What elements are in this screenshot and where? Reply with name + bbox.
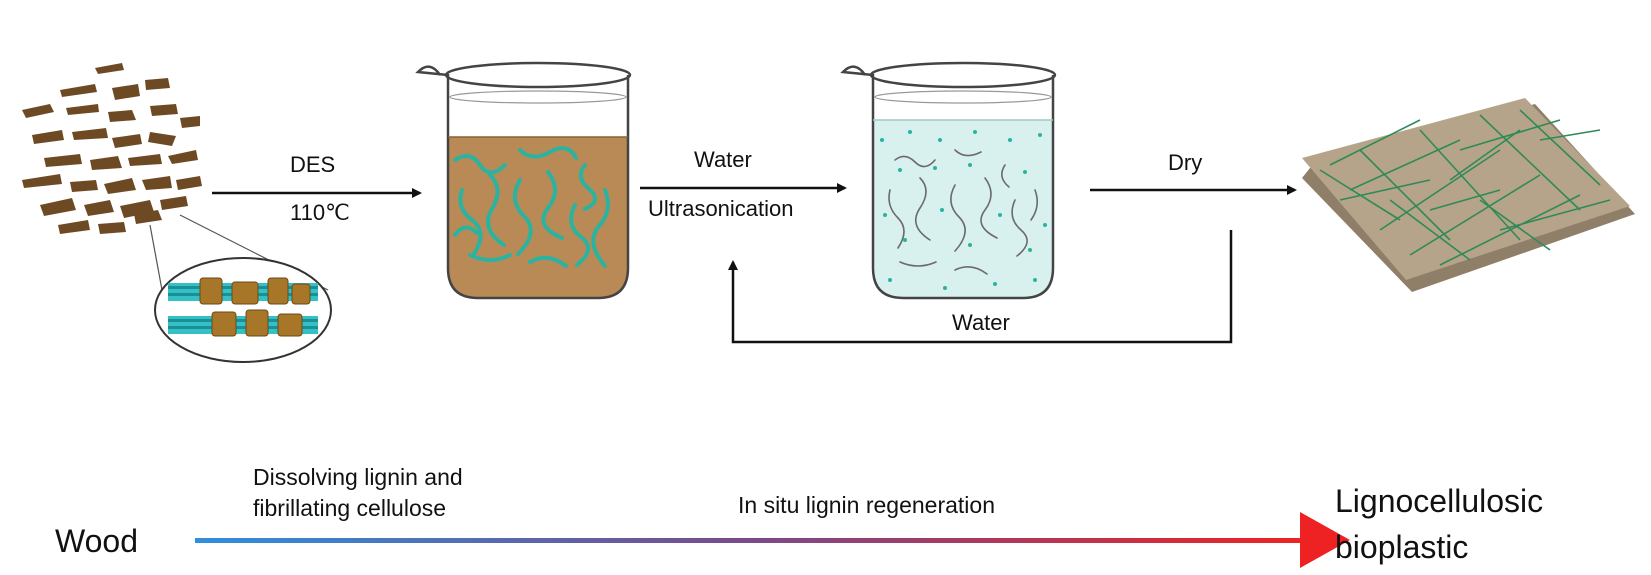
ultrasonication-label: Ultrasonication [648,196,794,221]
wood-chips-illustration [22,63,202,234]
temperature-label: 110℃ [290,200,350,225]
fiber-zoom-inset [154,257,332,363]
des-label: DES [290,152,335,177]
bioplastic-sheet [1302,98,1635,292]
recycle-water-label: Water [952,310,1010,335]
dry-label: Dry [1168,150,1202,175]
timeline-stage2-label: In situ lignin regeneration [738,492,995,518]
recycle-loop-arrow [728,230,1233,344]
timeline-start-label: Wood [55,523,138,559]
timeline-stage1-line2: fibrillating cellulose [253,495,446,521]
timeline-stage1-line1: Dissolving lignin and [253,464,463,490]
process-timeline-arrow [195,512,1350,568]
timeline-end-line1: Lignocellulosic [1335,483,1543,519]
timeline-end-line2: bioplastic [1335,529,1468,565]
water-label: Water [694,147,752,172]
beaker-slurry [415,61,632,300]
beaker-water [840,61,1057,300]
